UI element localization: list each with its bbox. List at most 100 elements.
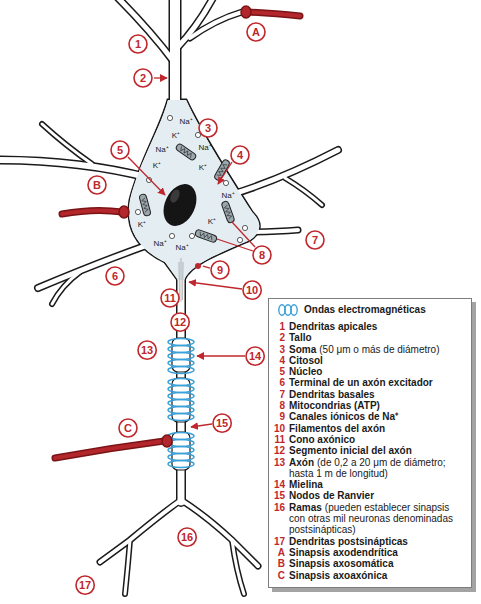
legend-text: Nodos de Ranvier: [289, 490, 465, 501]
legend-row: 16Ramas(pueden establecer sinapsis con o…: [272, 502, 465, 536]
ion-label: Na⁺: [198, 144, 211, 152]
legend-text: Terminal de un axón excitador: [289, 377, 465, 388]
legend-text: Ramas(pueden establecer sinapsis con otr…: [289, 502, 465, 536]
legend-entry: Ondas electromagnéticas: [276, 304, 465, 316]
callout-number: 3: [205, 122, 211, 134]
legend-text: Sinapsis axosomática: [289, 558, 465, 569]
synapse-terminals: [55, 441, 164, 458]
neuron-body: [232, 540, 244, 594]
mitochondria: [194, 229, 217, 243]
callout-ring: [106, 267, 124, 285]
vesicles: [169, 233, 174, 238]
ion-label: K⁺: [208, 218, 216, 226]
neuron-body: [116, 0, 174, 62]
callout-ring: [213, 414, 231, 432]
legend-text: Soma(50 μm o más de diámetro): [289, 344, 465, 355]
ion-label: K⁺: [138, 221, 146, 229]
nucleus-sheen: [168, 188, 181, 204]
callout-circle: 14: [245, 346, 265, 366]
legend-row: 3Soma(50 μm o más de diámetro): [272, 344, 465, 355]
callout-circle: A: [246, 22, 266, 42]
legend-text: Axón(de 0,2 a 20 μm de diámetro; hasta 1…: [289, 457, 465, 480]
legend-text: Dendritas apicales: [289, 321, 465, 332]
legend-text: Sinapsis axoaxónica: [289, 570, 465, 581]
ion-label: Na⁺: [221, 192, 234, 200]
neuron-body: [190, 12, 242, 38]
callout-number: B: [93, 179, 101, 191]
legend-text: Dendritas basales: [289, 389, 465, 400]
callout-number: 12: [174, 316, 186, 328]
mitochondria: [221, 200, 235, 223]
neuron-body: [0, 160, 150, 178]
callout-number: 1: [135, 38, 141, 50]
callout-circle: 4: [230, 145, 250, 165]
legend-row: 5Núcleo: [272, 366, 465, 377]
synapse-terminals: [248, 12, 300, 16]
wave-swatch: [276, 304, 300, 316]
legend-term: Cono axónico: [289, 434, 355, 445]
callout-ring: [306, 231, 324, 249]
electromagnetic-waves: [168, 461, 194, 468]
mitochondria: [141, 198, 148, 213]
legend-row: BSinapsis axosomática: [272, 558, 465, 569]
callout-circle: 6: [105, 266, 125, 286]
leader-lines: [197, 355, 245, 356]
mitochondria: [179, 146, 193, 157]
leader-lines: [217, 239, 253, 251]
vesicles: [242, 225, 247, 230]
neuron-body: [42, 124, 92, 164]
synapse-terminals: [119, 206, 129, 218]
vesicles: [135, 115, 247, 242]
legend-term: Soma: [289, 344, 316, 355]
legend-term: Dendritas apicales: [289, 321, 377, 332]
neuron-outline: [285, 178, 322, 205]
legend-term: Ramas: [289, 502, 322, 513]
legend-text: Filamentos del axón: [289, 423, 465, 434]
callout-circle: 3: [198, 118, 218, 138]
callout-circle: 11: [160, 288, 180, 308]
legend-row: 8Mitocondrias (ATP): [272, 400, 465, 411]
callout-ring: [161, 289, 179, 307]
neuron-outline: [0, 160, 150, 178]
ion-label: Na⁺: [153, 240, 166, 248]
legend-row: 13Axón(de 0,2 a 20 μm de diámetro; hasta…: [272, 457, 465, 480]
callout-ring: [88, 176, 106, 194]
legend-term: Sinapsis axosomática: [289, 558, 394, 569]
synapse-terminals: [55, 6, 300, 458]
synapse-terminals: [248, 12, 300, 16]
legend-row: 1Dendritas apicales: [272, 321, 465, 332]
mitochondria: [139, 143, 235, 243]
legend-number: B: [272, 558, 289, 569]
legend-text: Segmento inicial del axón: [289, 445, 465, 456]
callout-ring: [178, 528, 196, 546]
legend-text: Mitocondrias (ATP): [289, 400, 465, 411]
electromagnetic-waves: [168, 393, 194, 400]
callout-number: 13: [141, 344, 153, 356]
legend-number: 12: [272, 445, 289, 456]
callout-circle: 10: [242, 280, 262, 300]
neuron-body: [181, 500, 258, 566]
callout-ring: [253, 246, 271, 264]
legend-number: 7: [272, 389, 289, 400]
neuron-body: [38, 246, 145, 288]
mitochondria: [194, 229, 217, 243]
legend-term: Núcleo: [289, 366, 322, 377]
legend-number: 17: [272, 536, 289, 547]
legend-number: 15: [272, 490, 289, 501]
legend-row: 12Segmento inicial del axón: [272, 445, 465, 456]
myelin-sheath: [172, 338, 190, 470]
legend-note: (50 μm o más de diámetro): [319, 344, 439, 355]
legend-number: 4: [272, 355, 289, 366]
callout-ring: [111, 141, 129, 159]
legend-term: Mitocondrias (ATP): [289, 400, 380, 411]
legend-row: 4Citosol: [272, 355, 465, 366]
callout-circle: 17: [75, 575, 95, 595]
legend-number: 16: [272, 502, 289, 536]
axon-filaments: [179, 258, 183, 302]
legend-row: 10Filamentos del axón: [272, 423, 465, 434]
legend-row: 6Terminal de un axón excitador: [272, 377, 465, 388]
legend-term: Citosol: [289, 355, 323, 366]
legend-term: Segmento inicial del axón: [289, 445, 412, 456]
callout-ring: [211, 261, 229, 279]
electromagnetic-waves: [168, 339, 194, 468]
